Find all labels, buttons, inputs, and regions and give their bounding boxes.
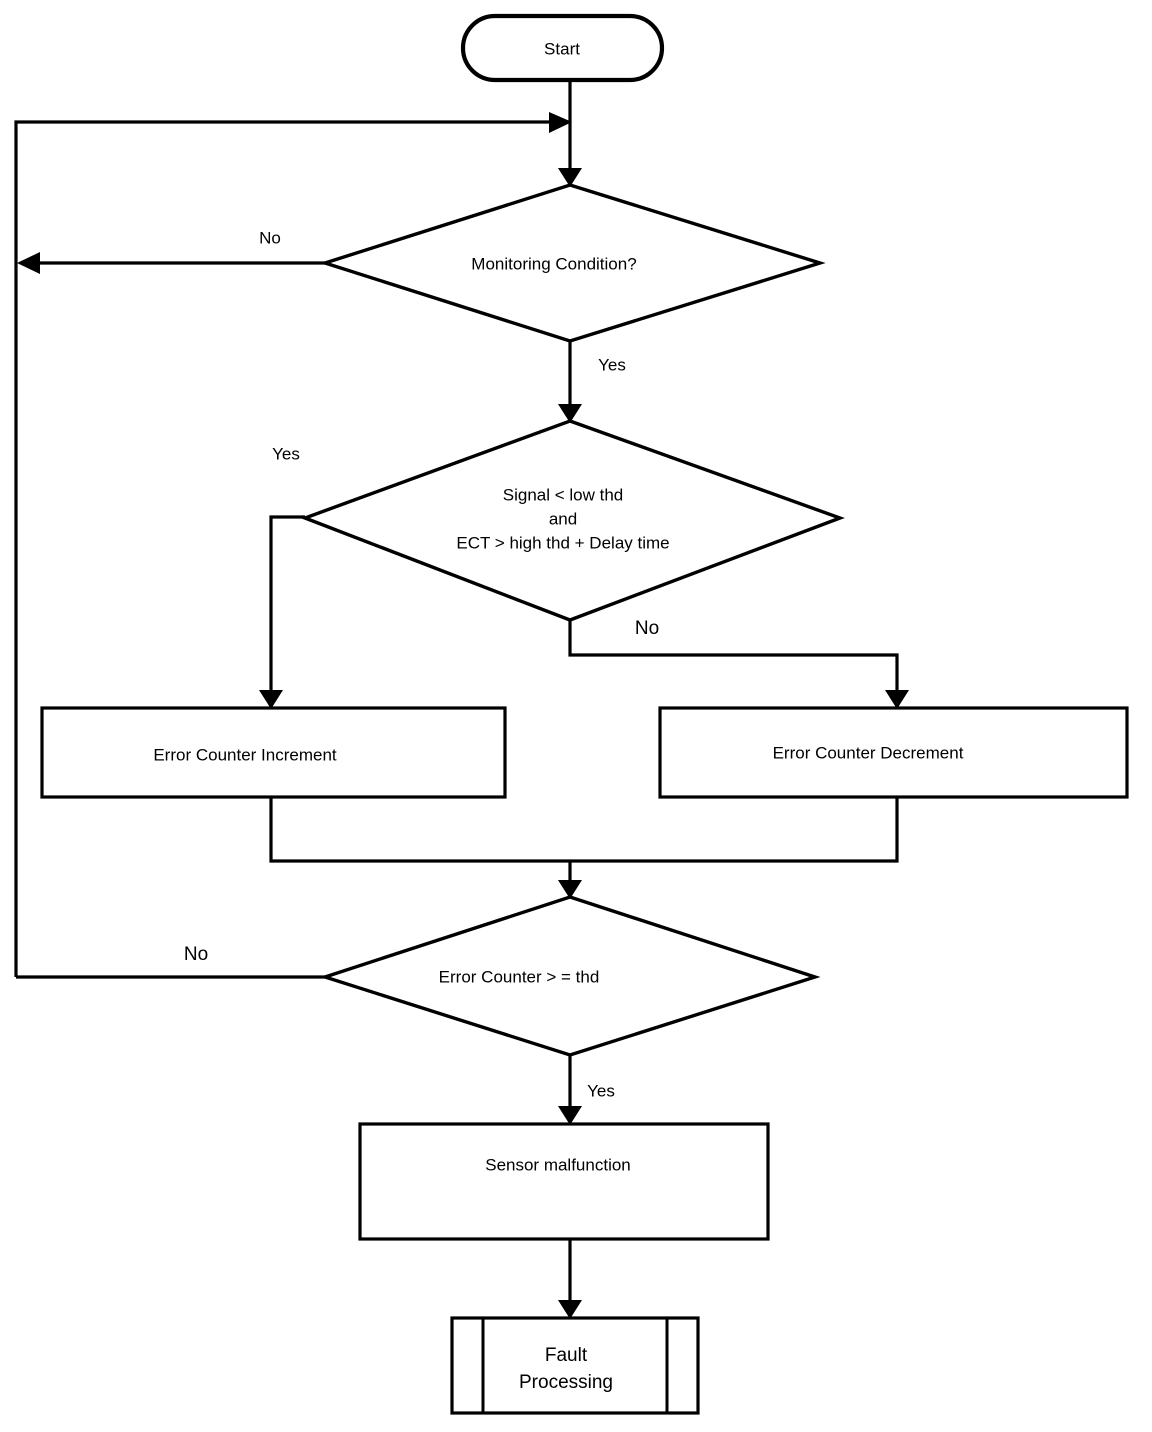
node-signal-check-line2: and	[549, 509, 577, 528]
edge-counters-merge	[269, 797, 899, 899]
node-start[interactable]: Start	[460, 13, 665, 83]
node-error-counter-increment[interactable]: Error Counter Increment	[40, 706, 507, 799]
edge-threshold-no: No	[16, 944, 325, 979]
edge-monitoring-yes: Yes	[558, 340, 626, 423]
node-error-counter-decrement-label: Error Counter Decrement	[773, 743, 964, 762]
node-fault-processing[interactable]: Fault Processing	[450, 1316, 700, 1415]
edge-label-threshold-yes: Yes	[587, 1081, 615, 1100]
edge-monitoring-no: No	[17, 228, 325, 274]
node-monitoring-condition-label: Monitoring Condition?	[471, 254, 636, 273]
node-signal-check-line1: Signal < low thd	[503, 485, 624, 504]
edge-label-signal-no: No	[635, 618, 659, 639]
node-error-counter-decrement[interactable]: Error Counter Decrement	[658, 706, 1129, 799]
node-start-label: Start	[544, 39, 580, 58]
edge-malfunction-to-fault	[558, 1239, 582, 1319]
node-monitoring-condition[interactable]: Monitoring Condition?	[319, 183, 826, 343]
edge-threshold-yes: Yes	[558, 1055, 615, 1125]
node-fault-processing-line2: Processing	[519, 1372, 613, 1393]
node-signal-check-line3: ECT > high thd + Delay time	[456, 533, 669, 552]
edge-signal-no: No	[568, 618, 909, 709]
node-sensor-malfunction[interactable]: Sensor malfunction	[358, 1122, 770, 1241]
node-error-counter-threshold-label: Error Counter > = thd	[439, 967, 600, 986]
node-fault-processing-line1: Fault	[545, 1345, 588, 1366]
edge-start-to-monitoring	[558, 80, 582, 187]
edge-label-monitoring-yes: Yes	[598, 355, 626, 374]
node-sensor-malfunction-label: Sensor malfunction	[485, 1155, 631, 1174]
edge-label-monitoring-no: No	[259, 228, 281, 247]
edge-signal-yes: Yes	[259, 444, 305, 709]
edge-label-signal-yes: Yes	[272, 444, 300, 463]
edge-loopback-rail	[14, 112, 572, 977]
node-error-counter-threshold[interactable]: Error Counter > = thd	[319, 895, 821, 1057]
edge-label-threshold-no: No	[184, 944, 208, 965]
node-signal-check[interactable]: Signal < low thd and ECT > high thd + De…	[300, 419, 845, 622]
node-error-counter-increment-label: Error Counter Increment	[153, 745, 337, 764]
